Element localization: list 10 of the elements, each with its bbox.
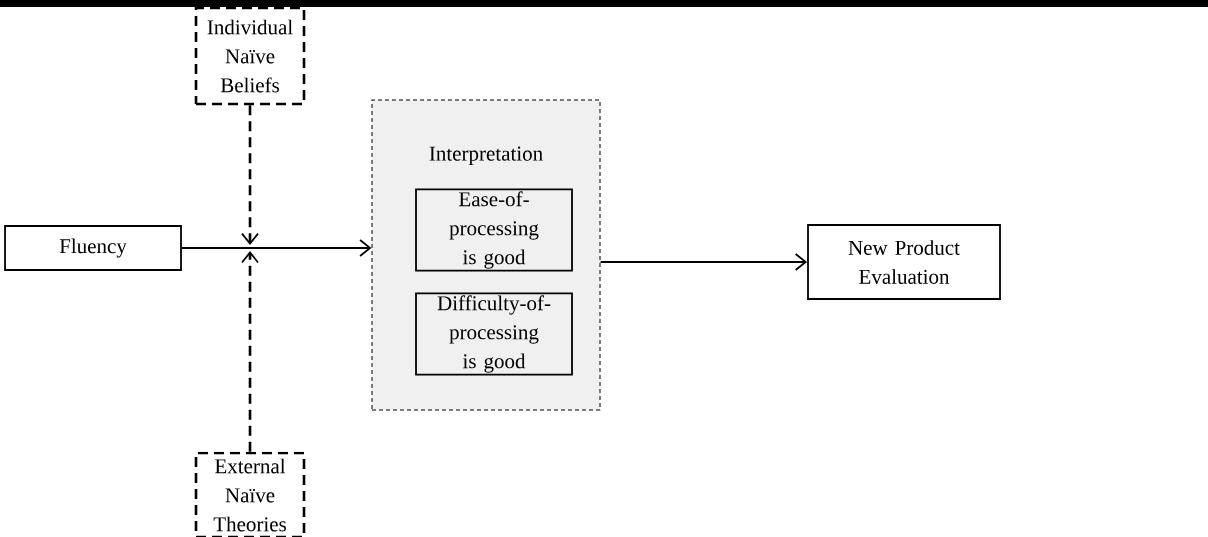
- process-box: Ease-of-processing is good: [415, 188, 573, 272]
- dashed-arrow: [241, 105, 259, 245]
- arrow: [181, 239, 372, 257]
- arrow: [599, 253, 808, 271]
- dashed-box: Individual Naïve Beliefs: [194, 6, 306, 106]
- dashed-box: External Naïve Theories: [194, 451, 306, 537]
- process-box: Difficulty-of-processing is good: [415, 292, 573, 376]
- process-box: Fluency: [4, 225, 182, 271]
- process-box: New Product Evaluation: [807, 224, 1001, 300]
- dashed-arrow: [241, 251, 259, 452]
